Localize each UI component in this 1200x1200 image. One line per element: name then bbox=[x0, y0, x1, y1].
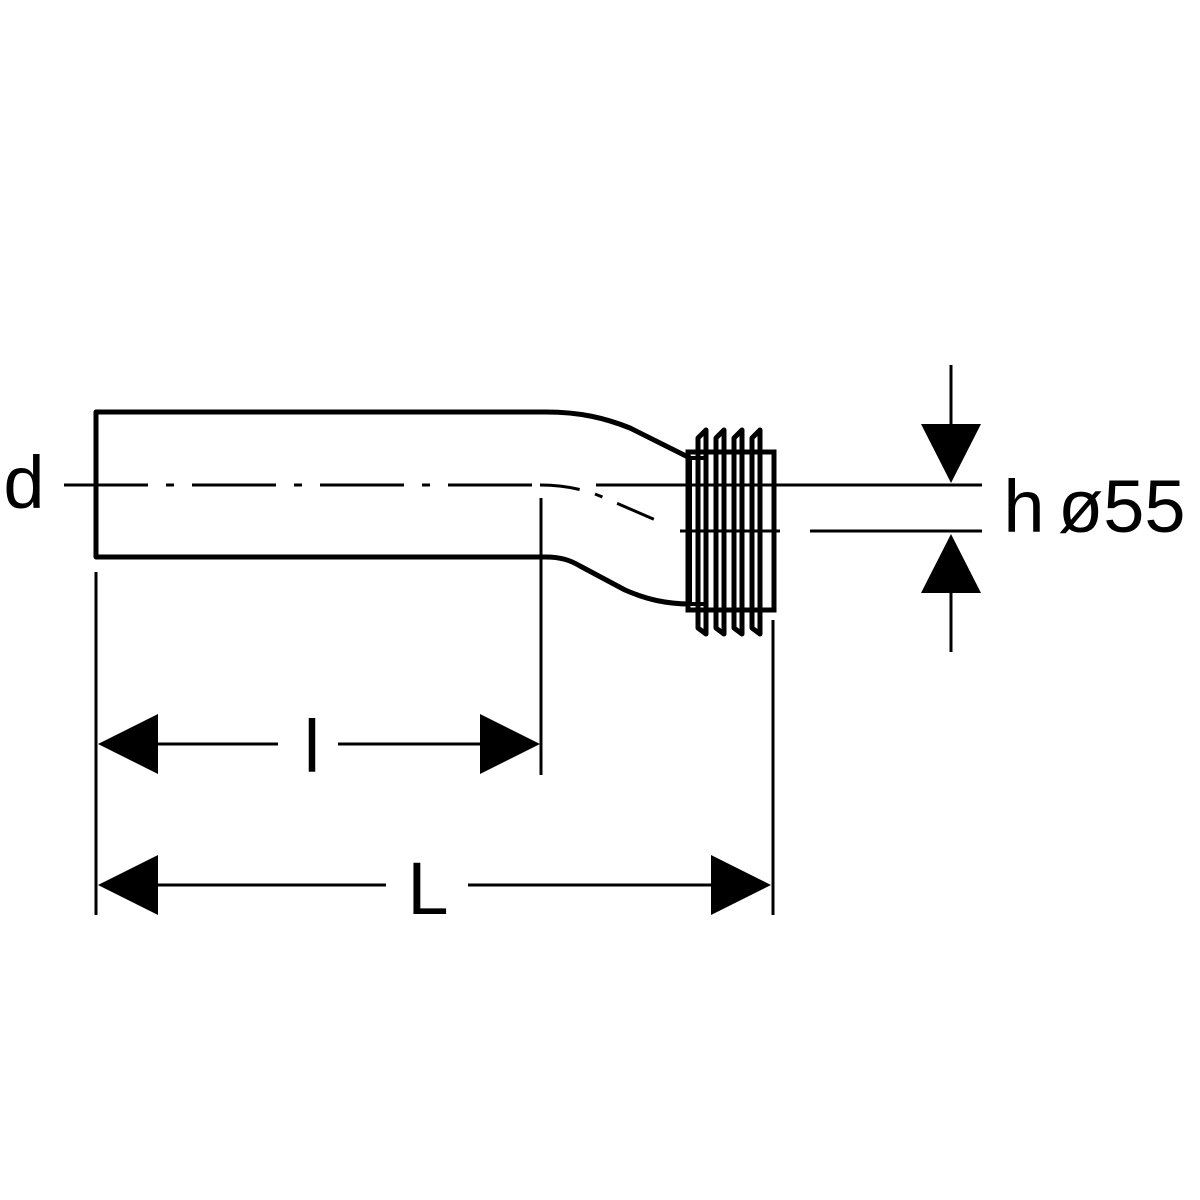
dim-h-arrow-top bbox=[921, 424, 981, 483]
center-axis-line bbox=[64, 483, 982, 533]
dim-l-label: l bbox=[304, 705, 320, 788]
diameter-label: ø55 bbox=[1058, 465, 1186, 548]
dim-d-label: d bbox=[3, 441, 44, 524]
extension-lines bbox=[94, 498, 775, 915]
connector-rib-2 bbox=[713, 427, 727, 637]
dim-L-arrow-right bbox=[711, 855, 771, 915]
center-line-bend bbox=[539, 483, 666, 526]
dim-h-label: h bbox=[1003, 465, 1044, 548]
dim-l-arrow-right bbox=[480, 714, 540, 774]
connector-rib-1 bbox=[695, 427, 709, 637]
connector-rib-4 bbox=[749, 427, 763, 637]
dimension-l: l bbox=[98, 705, 540, 788]
pipe-body bbox=[93, 409, 692, 607]
dim-L-arrow-left bbox=[98, 855, 158, 915]
dim-l-arrow-left bbox=[98, 714, 158, 774]
pipe-bend-bottom bbox=[545, 554, 691, 607]
connector-rib-3 bbox=[731, 427, 745, 637]
dimension-L: L bbox=[98, 847, 771, 930]
dim-L-label: L bbox=[407, 847, 448, 930]
pipe-bend-top bbox=[545, 409, 692, 461]
dimension-h: h bbox=[921, 365, 1045, 652]
dim-h-arrow-bottom bbox=[921, 534, 981, 593]
